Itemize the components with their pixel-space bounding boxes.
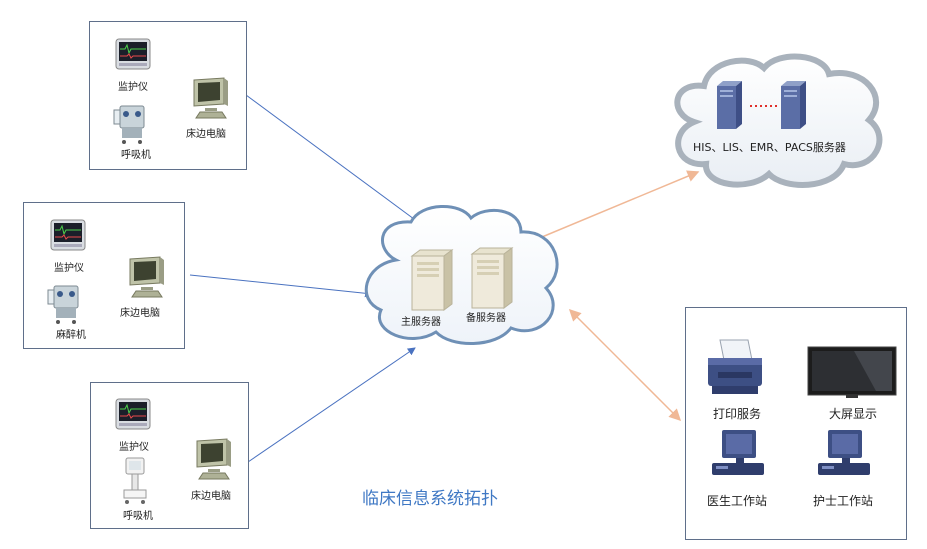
ventilator-icon — [113, 105, 145, 144]
external-cloud — [674, 53, 883, 188]
device-label: 呼吸机 — [123, 511, 153, 522]
print-service-label: 打印服务 — [713, 407, 762, 421]
central-cloud — [364, 205, 559, 345]
pacs-server-icon — [781, 81, 806, 129]
anesthesia-machine-icon — [47, 285, 79, 324]
main-server-icon — [410, 249, 454, 311]
doctor-workstation-icon — [712, 430, 764, 475]
bedside-pc-label: 床边电脑 — [120, 308, 160, 319]
his-server-icon — [717, 81, 742, 129]
link-group1 — [245, 94, 419, 223]
nurse-workstation-label: 护士工作站 — [813, 494, 874, 508]
doctor-workstation-label: 医生工作站 — [707, 494, 768, 508]
link-external — [528, 170, 700, 244]
monitor-label: 监护仪 — [118, 82, 148, 93]
device-label: 呼吸机 — [121, 150, 151, 161]
nurse-workstation-icon — [818, 430, 870, 475]
large-screen-icon — [807, 346, 897, 398]
bedside-pc-label: 床边电脑 — [191, 491, 231, 502]
external-servers-label: HIS、LIS、EMR、PACS服务器 — [693, 141, 846, 154]
backup-server-icon — [470, 247, 514, 309]
bedside-pc-icon — [193, 77, 228, 119]
main-server-label: 主服务器 — [401, 317, 441, 328]
diagram-title: 临床信息系统拓扑 — [362, 489, 498, 509]
bedside-pc-icon — [129, 256, 164, 298]
dotted-connector — [750, 105, 780, 107]
printer-icon — [708, 339, 762, 394]
link-group2 — [189, 274, 373, 298]
link-group3 — [247, 347, 416, 463]
monitor-device-icon — [115, 398, 151, 430]
bedside-pc-label: 床边电脑 — [186, 129, 226, 140]
backup-server-label: 备服务器 — [466, 313, 506, 324]
ventilator-icon — [123, 457, 147, 504]
monitor-device-icon — [50, 219, 86, 251]
monitor-device-icon — [115, 38, 151, 70]
device-label: 麻醉机 — [56, 330, 86, 341]
monitor-label: 监护仪 — [54, 263, 84, 274]
link-workstations — [568, 308, 682, 422]
monitor-label: 监护仪 — [119, 442, 149, 453]
bedside-pc-icon — [196, 438, 231, 480]
large-screen-label: 大屏显示 — [829, 407, 878, 421]
